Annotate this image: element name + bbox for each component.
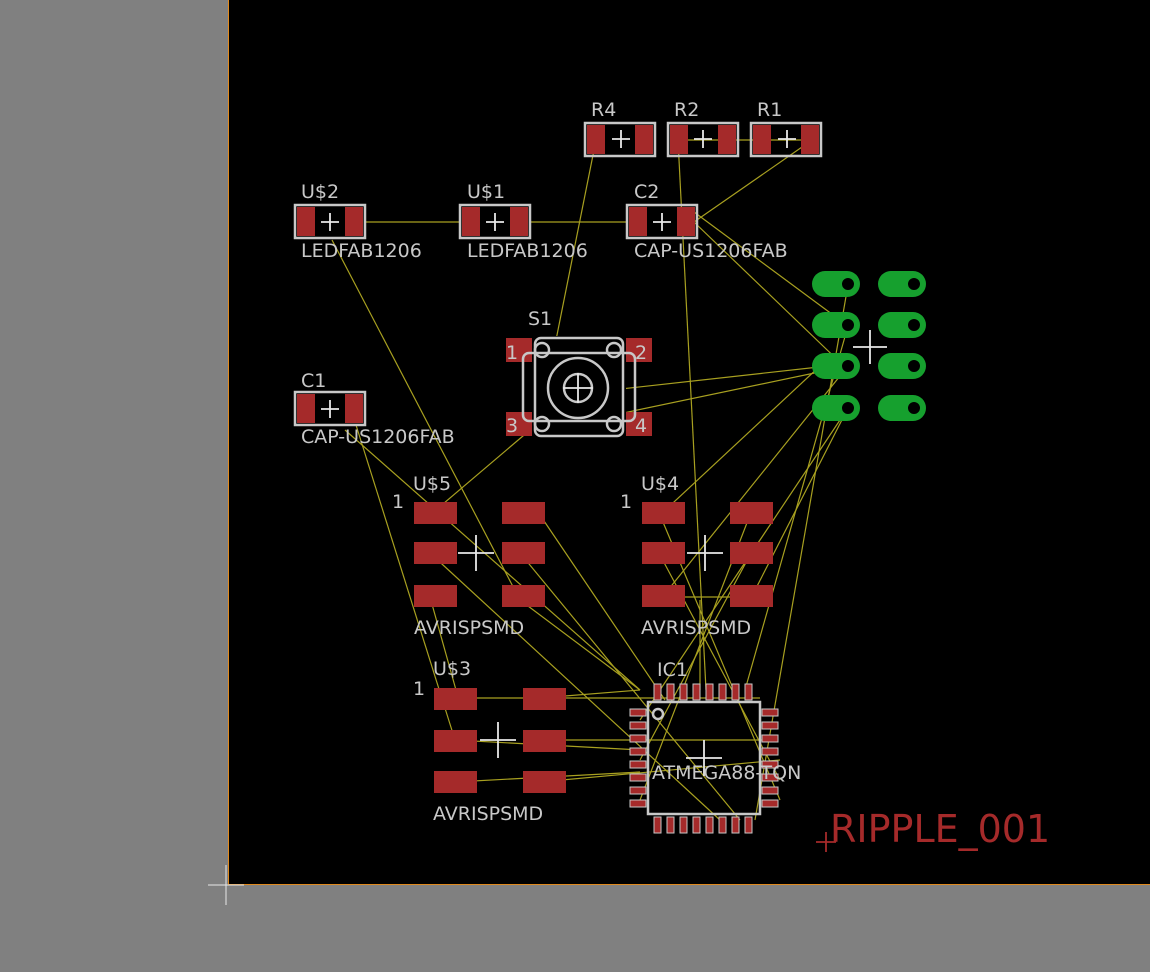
value-u1: LEDFAB1206 <box>467 240 588 262</box>
label-u5: U$5 <box>413 473 451 495</box>
board-origin-icon <box>208 865 244 905</box>
switch-s1[interactable] <box>506 336 652 438</box>
label-u3: U$3 <box>433 658 471 680</box>
value-u3: AVRISPSMD <box>433 803 543 825</box>
value-c2: CAP-US1206FAB <box>634 240 788 262</box>
led-u1[interactable] <box>458 203 532 240</box>
led-u2[interactable] <box>293 203 367 240</box>
board-canvas[interactable] <box>228 0 1150 885</box>
microcontroller-ic1[interactable] <box>629 683 779 834</box>
value-u4: AVRISPSMD <box>641 617 751 639</box>
board-name-label: RIPPLE_001 <box>830 807 1050 851</box>
label-s1: S1 <box>528 308 552 330</box>
isp-header-u3[interactable] <box>434 688 566 793</box>
u3-pin1: 1 <box>413 678 425 700</box>
resistor-r1[interactable] <box>749 121 823 158</box>
label-r4: R4 <box>591 99 616 121</box>
label-r2: R2 <box>674 99 699 121</box>
u4-pin1: 1 <box>620 491 632 513</box>
pin-header[interactable] <box>812 271 926 421</box>
capacitor-c1[interactable] <box>293 390 367 427</box>
isp-header-u4[interactable] <box>642 502 773 607</box>
u5-pin1: 1 <box>392 491 404 513</box>
label-c2: C2 <box>634 181 659 203</box>
label-r1: R1 <box>757 99 782 121</box>
value-ic1: ATMEGA88-TQN <box>652 762 801 784</box>
label-u1: U$1 <box>467 181 505 203</box>
value-u5: AVRISPSMD <box>414 617 524 639</box>
s1-pin-1: 1 <box>506 342 518 364</box>
label-u4: U$4 <box>641 473 679 495</box>
label-c1: C1 <box>301 370 326 392</box>
label-ic1: IC1 <box>657 659 688 681</box>
s1-pin-2: 2 <box>635 342 647 364</box>
value-u2: LEDFAB1206 <box>301 240 422 262</box>
s1-pin-3: 3 <box>506 415 518 437</box>
value-c1: CAP-US1206FAB <box>301 426 455 448</box>
s1-pin-4: 4 <box>635 415 647 437</box>
label-u2: U$2 <box>301 181 339 203</box>
resistor-r4[interactable] <box>583 121 657 158</box>
capacitor-c2[interactable] <box>625 203 699 240</box>
board-name-origin-icon <box>816 832 836 852</box>
resistor-r2[interactable] <box>666 121 740 158</box>
isp-header-u5[interactable] <box>414 502 545 607</box>
